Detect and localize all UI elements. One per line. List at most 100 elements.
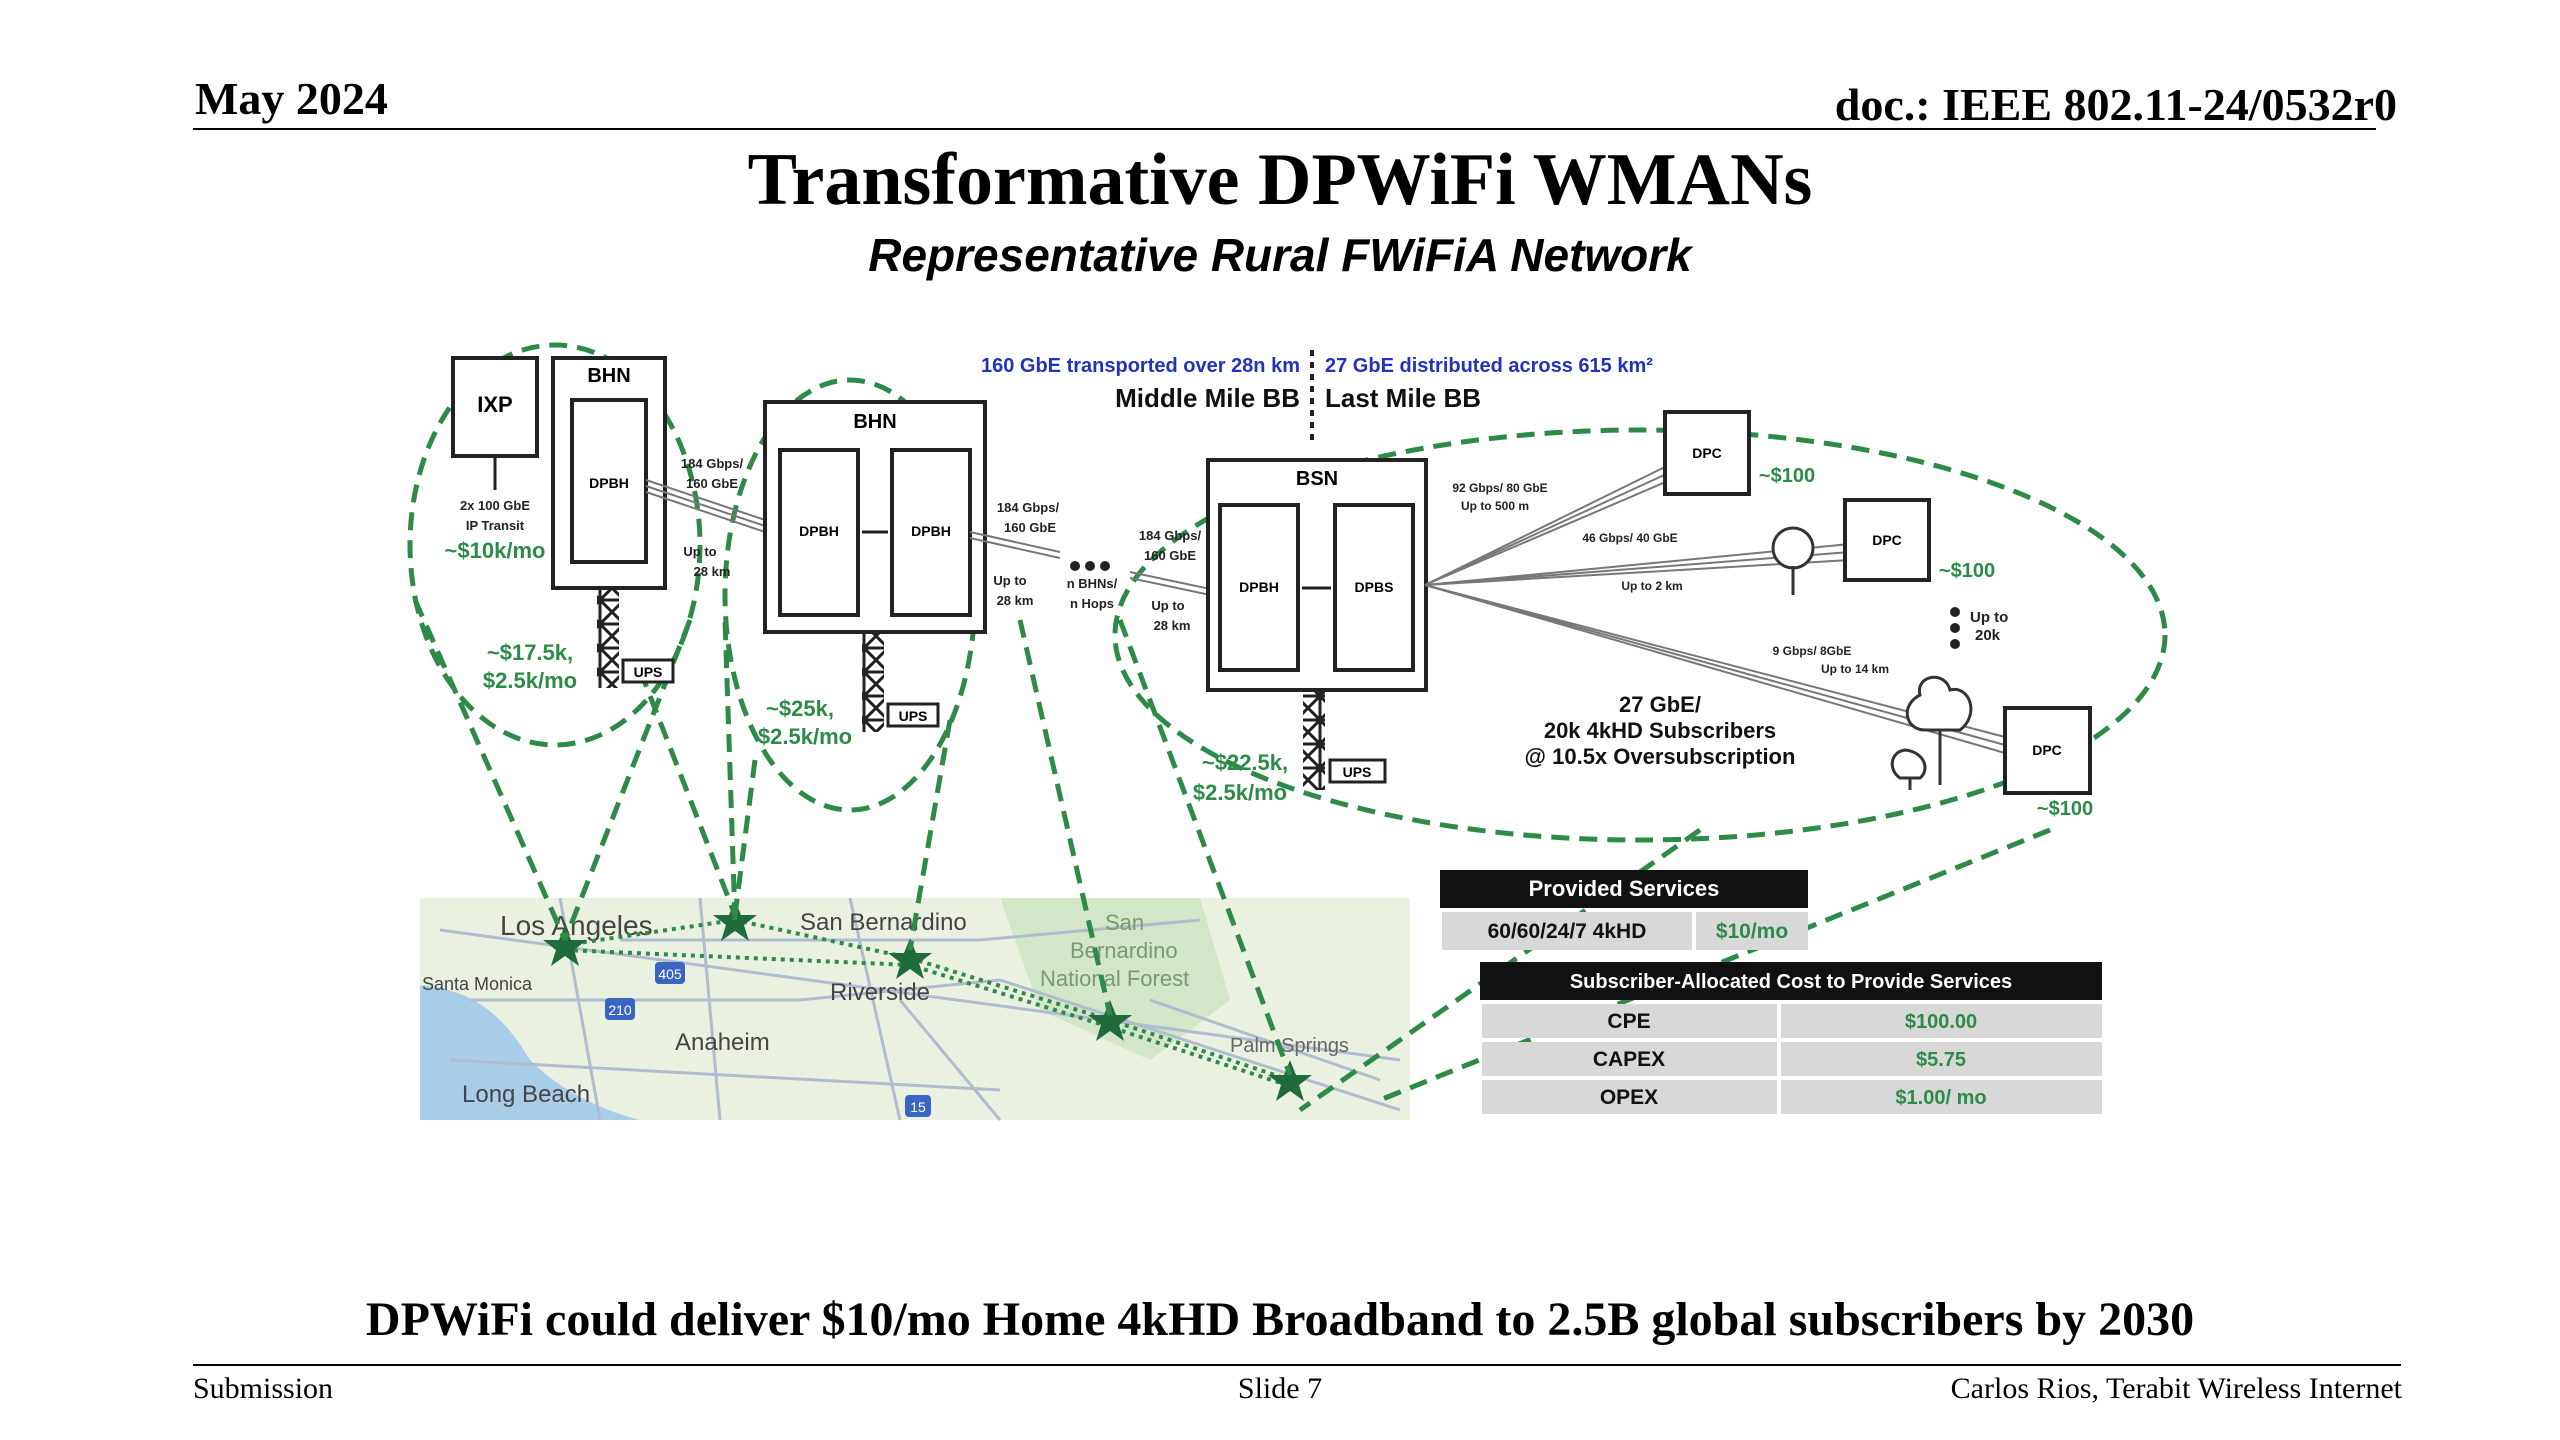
link2-range: 28 km	[997, 593, 1034, 608]
tree-icon-large	[1905, 675, 1973, 732]
cost-table-header-bg	[1480, 962, 2102, 1000]
bhn2-dpbh2-box	[890, 448, 972, 617]
cost-row-cpe-value-bg	[1781, 1004, 2102, 1038]
bsn-cost-line2: $2.5k/mo	[1193, 780, 1287, 805]
link2-range-label: Up to	[993, 573, 1026, 588]
footer-author: Carlos Rios, Terabit Wireless Internet	[1950, 1372, 2402, 1405]
bhn2-dpbh-label: DPBH	[799, 523, 839, 539]
bhn2-cost-line2: $2.5k/mo	[758, 724, 852, 749]
cost-row-opex-value-bg	[1781, 1080, 2102, 1114]
summary-line3: @ 10.5x Oversubscription	[1525, 744, 1796, 769]
link1-rate: 184 Gbps/	[681, 456, 744, 471]
middle-mile-label: Middle Mile BB	[1115, 383, 1300, 413]
bsn-cost-line1: ~$22.5k,	[1202, 750, 1288, 775]
provided-services-header-bg	[1440, 870, 1808, 908]
highway-405-shield	[655, 962, 685, 984]
map: 405 210 15 Los Angeles San Bernardino Sa…	[420, 897, 1410, 1121]
header-date: May 2024	[195, 73, 388, 124]
beam1-range: Up to 500 m	[1461, 499, 1529, 513]
provided-services-price-bg	[1696, 912, 1808, 950]
bhn2-dpbh-box	[778, 448, 860, 617]
summary-line2: 20k 4kHD Subscribers	[1544, 718, 1776, 743]
link3-range-label: Up to	[1151, 598, 1184, 613]
bsn-dpbs-label: DPBS	[1355, 579, 1394, 595]
provided-service-price: $10/mo	[1716, 920, 1788, 943]
dpc1-box	[1663, 410, 1751, 496]
map-label-riverside: Riverside	[830, 979, 930, 1006]
dpc3-label: DPC	[2032, 742, 2062, 758]
cost-row-opex-value: $1.00/ mo	[1895, 1087, 1986, 1109]
link1-range-label: Up to	[683, 544, 716, 559]
dpc-ellipsis	[1950, 607, 1960, 649]
bhn2-dpbh2-label: DPBH	[911, 523, 951, 539]
cost-row-opex-label: OPEX	[1600, 1086, 1658, 1109]
cost-row-capex-value: $5.75	[1916, 1049, 1966, 1071]
cost-row-opex-label-bg	[1482, 1080, 1777, 1114]
n-hops: n Hops	[1070, 596, 1114, 611]
national-forest	[1000, 898, 1230, 1060]
dpc3-cost: ~$100	[2037, 798, 2093, 820]
map-route	[564, 917, 1291, 1088]
cost-row-capex-label-bg	[1482, 1042, 1777, 1076]
upto-20k-line1: Up to	[1970, 609, 2008, 626]
bhn1-ups-label: UPS	[634, 664, 663, 680]
cost-table-header: Subscriber-Allocated Cost to Provide Ser…	[1570, 971, 2012, 993]
star-node-2	[713, 900, 757, 941]
upto-20k-line2: 20k	[1975, 627, 2001, 644]
map-label-nf-line1: San	[1105, 910, 1144, 935]
cost-row-cpe-label: CPE	[1607, 1010, 1650, 1033]
header-doc-id: doc.: IEEE 802.11-24/0532r0	[1834, 79, 2397, 130]
map-label-nf-line2: Bernardino	[1070, 938, 1178, 963]
ixp-label: IXP	[477, 392, 512, 417]
map-node-stars	[543, 900, 1312, 1101]
star-node-1	[543, 925, 587, 966]
header-rule	[193, 128, 2376, 130]
slide-tagline: DPWiFi could deliver $10/mo Home 4kHD Br…	[365, 1293, 2195, 1346]
cost-row-cpe-label-bg	[1482, 1004, 1777, 1038]
map-water	[420, 985, 640, 1120]
footer-submission: Submission	[193, 1372, 334, 1405]
bhn2-label: BHN	[853, 411, 896, 433]
star-node-3	[888, 938, 932, 979]
map-roads	[439, 897, 1401, 1121]
provided-services-header: Provided Services	[1529, 876, 1720, 901]
cost-row-cpe-value: $100.00	[1905, 1011, 1977, 1033]
link1-eth: 160 GbE	[686, 476, 738, 491]
highway-210: 210	[608, 1002, 632, 1018]
star-node-5	[1268, 1060, 1312, 1101]
provided-service-name: 60/60/24/7 4kHD	[1488, 920, 1647, 943]
tree-icon-small	[1771, 526, 1815, 570]
ixp-box	[451, 356, 539, 458]
bhn2-tower	[862, 632, 884, 732]
dpc1-cost: ~$100	[1759, 465, 1815, 487]
last-mile-distribution: 27 GbE distributed across 615 km²	[1325, 355, 1653, 377]
map-label-long-beach: Long Beach	[462, 1081, 590, 1108]
map-label-palm-springs: Palm Springs	[1230, 1035, 1349, 1057]
link2-rate: 184 Gbps/	[997, 500, 1060, 515]
link-bhn2-bsn	[969, 531, 1216, 597]
bhn1-label: BHN	[587, 365, 630, 387]
summary-line1: 27 GbE/	[1619, 692, 1701, 717]
bsn-tower	[1303, 690, 1325, 790]
bsn-dpbh-label: DPBH	[1239, 579, 1279, 595]
ip-transit-line2: IP Transit	[466, 518, 525, 533]
bsn-dpbh-box	[1218, 503, 1300, 672]
highway-15: 15	[910, 1099, 926, 1115]
map-label-san-bernardino: San Bernardino	[800, 909, 967, 936]
provided-services-table: Provided Services 60/60/24/7 4kHD $10/mo	[1440, 870, 1808, 950]
bsn-ups-box	[1328, 758, 1387, 784]
link3-rate: 184 Gbps/	[1139, 528, 1202, 543]
cost-row-capex-value-bg	[1781, 1042, 2102, 1076]
bsn-ups-label: UPS	[1343, 764, 1372, 780]
middle-mile-transport: 160 GbE transported over 28n km	[981, 355, 1300, 377]
bsn-label: BSN	[1296, 468, 1338, 490]
n-bhns: n BHNs/	[1067, 576, 1118, 591]
map-label-anaheim: Anaheim	[675, 1029, 770, 1056]
map-land	[420, 898, 1410, 1120]
slide-subtitle: Representative Rural FWiFiA Network	[868, 229, 1692, 281]
link2-eth: 160 GbE	[1004, 520, 1056, 535]
dpc2-box	[1843, 498, 1931, 582]
bhn1-cost-line2: $2.5k/mo	[483, 668, 577, 693]
dpc1-label: DPC	[1692, 445, 1722, 461]
ip-transit-cost: ~$10k/mo	[445, 538, 546, 563]
